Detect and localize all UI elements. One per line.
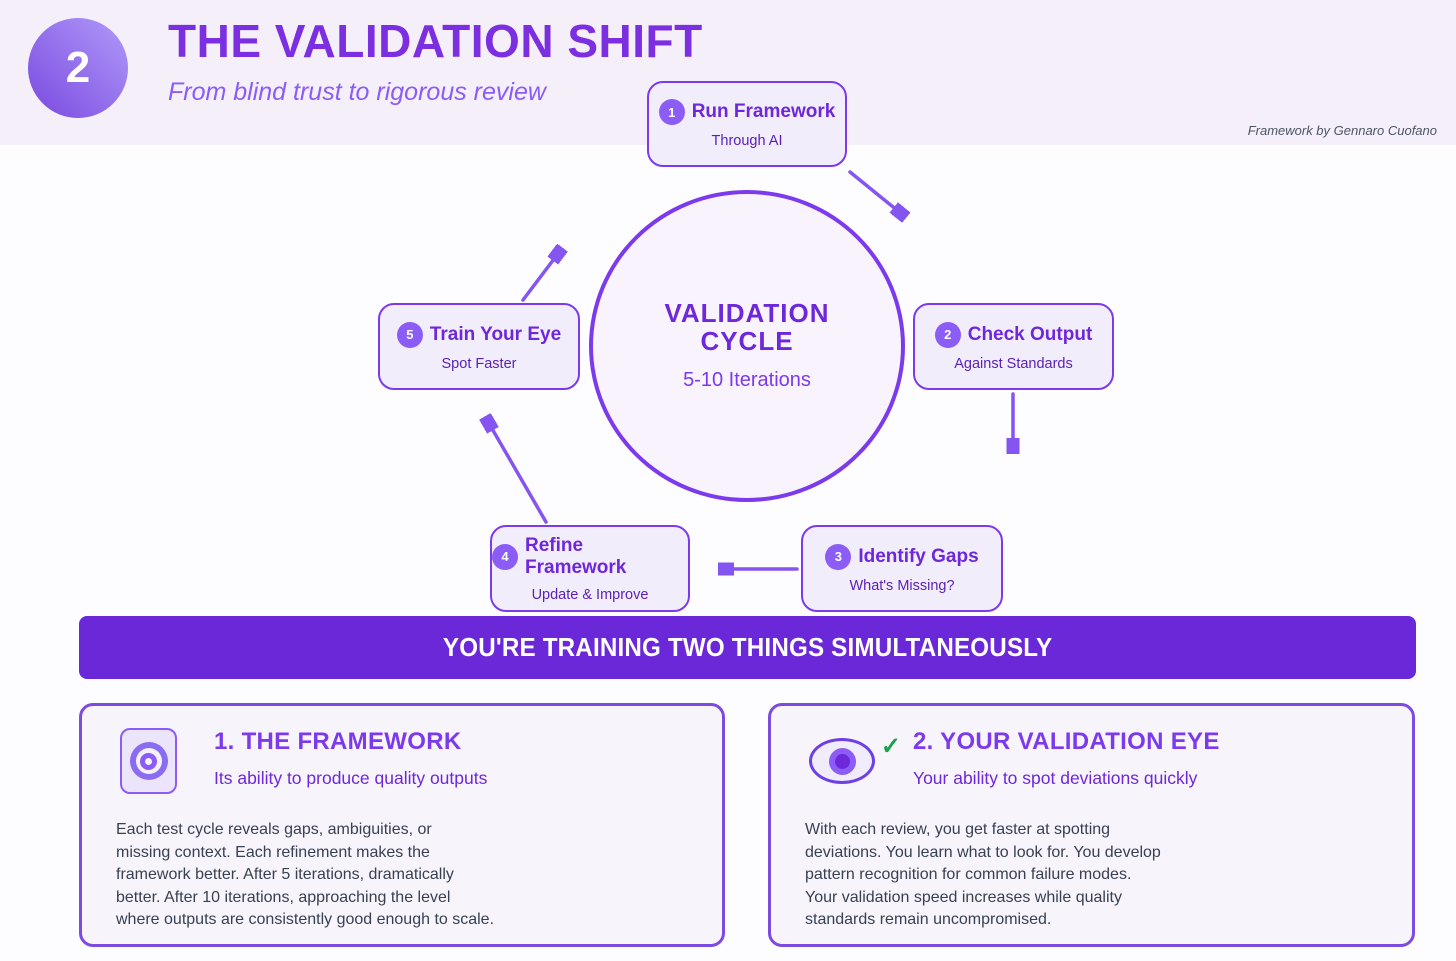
step-5-title: Train Your Eye xyxy=(429,323,562,345)
step-4-subtitle: Update & Improve xyxy=(531,586,649,603)
eye-icon-wrap: ✓ xyxy=(809,728,901,794)
step-4-badge: 4 xyxy=(492,543,518,570)
step-2-subtitle: Against Standards xyxy=(954,355,1073,372)
step-5-subtitle: Spot Faster xyxy=(441,355,517,372)
step-title-row: 3 Identify Gaps xyxy=(825,543,979,570)
header-text-block: THE VALIDATION SHIFT From blind trust to… xyxy=(168,14,703,107)
cycle-step-identify-gaps: 3 Identify Gaps What's Missing? xyxy=(801,525,1003,612)
step-3-subtitle: What's Missing? xyxy=(849,577,955,594)
step-number-badge: 2 xyxy=(28,18,128,118)
validation-eye-card: ✓ 2. YOUR VALIDATION EYE Your ability to… xyxy=(768,703,1415,947)
step-3-badge: 3 xyxy=(825,543,852,570)
target-icon xyxy=(120,728,177,794)
validation-cycle-circle: VALIDATION CYCLE 5-10 Iterations xyxy=(589,190,905,502)
validation-eye-card-title: 2. YOUR VALIDATION EYE xyxy=(913,728,1220,755)
cycle-title-line1: VALIDATION xyxy=(664,298,830,329)
cycle-step-check-output: 2 Check Output Against Standards xyxy=(913,303,1114,390)
step-1-title: Run Framework xyxy=(691,101,836,122)
step-title-row: 1 Run Framework xyxy=(658,99,836,125)
cycle-iterations-label: 5-10 Iterations xyxy=(683,368,811,391)
step-4-title: Refine Framework xyxy=(525,534,627,578)
framework-card-title: 1. THE FRAMEWORK xyxy=(214,728,462,755)
step-title-row: 4 Refine Framework xyxy=(492,535,688,579)
step-title-row: 5 Train Your Eye xyxy=(396,321,562,348)
page-subtitle: From blind trust to rigorous review xyxy=(168,78,546,107)
step-2-badge: 2 xyxy=(934,321,961,348)
validation-eye-card-subtitle: Your ability to spot deviations quickly xyxy=(913,768,1198,788)
framework-card-header: 1. THE FRAMEWORK Its ability to produce … xyxy=(82,706,722,794)
framework-card-subtitle: Its ability to produce quality outputs xyxy=(214,768,488,788)
cycle-step-refine-framework: 4 Refine Framework Update & Improve xyxy=(490,525,690,612)
training-banner: YOU'RE TRAINING TWO THINGS SIMULTANEOUSL… xyxy=(79,616,1416,679)
cycle-step-run-framework: 1 Run Framework Through AI xyxy=(647,81,847,167)
arrow-train-to-run-icon xyxy=(521,251,560,302)
arrow-refine-to-train-icon xyxy=(487,420,548,524)
eye-pupil xyxy=(834,753,850,769)
cycle-step-train-your-eye: 5 Train Your Eye Spot Faster xyxy=(378,303,580,390)
step-title-row: 2 Check Output xyxy=(934,321,1093,348)
credit-text: Framework by Gennaro Cuofano xyxy=(1247,123,1437,138)
step-2-title: Check Output xyxy=(967,323,1093,345)
framework-card: 1. THE FRAMEWORK Its ability to produce … xyxy=(79,703,725,947)
banner-text: YOU'RE TRAINING TWO THINGS SIMULTANEOUSL… xyxy=(442,632,1053,662)
step-number: 2 xyxy=(65,43,91,92)
validation-eye-card-body: With each review, you get faster at spot… xyxy=(805,821,1161,929)
step-1-subtitle: Through AI xyxy=(711,133,783,149)
arrow-run-to-check-icon xyxy=(848,170,903,215)
eye-icon xyxy=(809,738,875,784)
validation-eye-card-header: ✓ 2. YOUR VALIDATION EYE Your ability to… xyxy=(771,706,1412,794)
validation-eye-card-titles: 2. YOUR VALIDATION EYE Your ability to s… xyxy=(913,728,1220,789)
framework-card-body: Each test cycle reveals gaps, ambiguitie… xyxy=(116,821,495,929)
framework-card-titles: 1. THE FRAMEWORK Its ability to produce … xyxy=(214,728,487,789)
eye-iris xyxy=(828,747,856,775)
cycle-title-line2: CYCLE xyxy=(700,326,794,356)
step-1-badge: 1 xyxy=(658,99,685,125)
check-icon: ✓ xyxy=(880,733,901,760)
step-5-badge: 5 xyxy=(396,321,423,348)
header: 2 THE VALIDATION SHIFT From blind trust … xyxy=(0,0,1456,145)
page-title: THE VALIDATION SHIFT xyxy=(168,15,703,67)
step-3-title: Identify Gaps xyxy=(858,545,979,567)
